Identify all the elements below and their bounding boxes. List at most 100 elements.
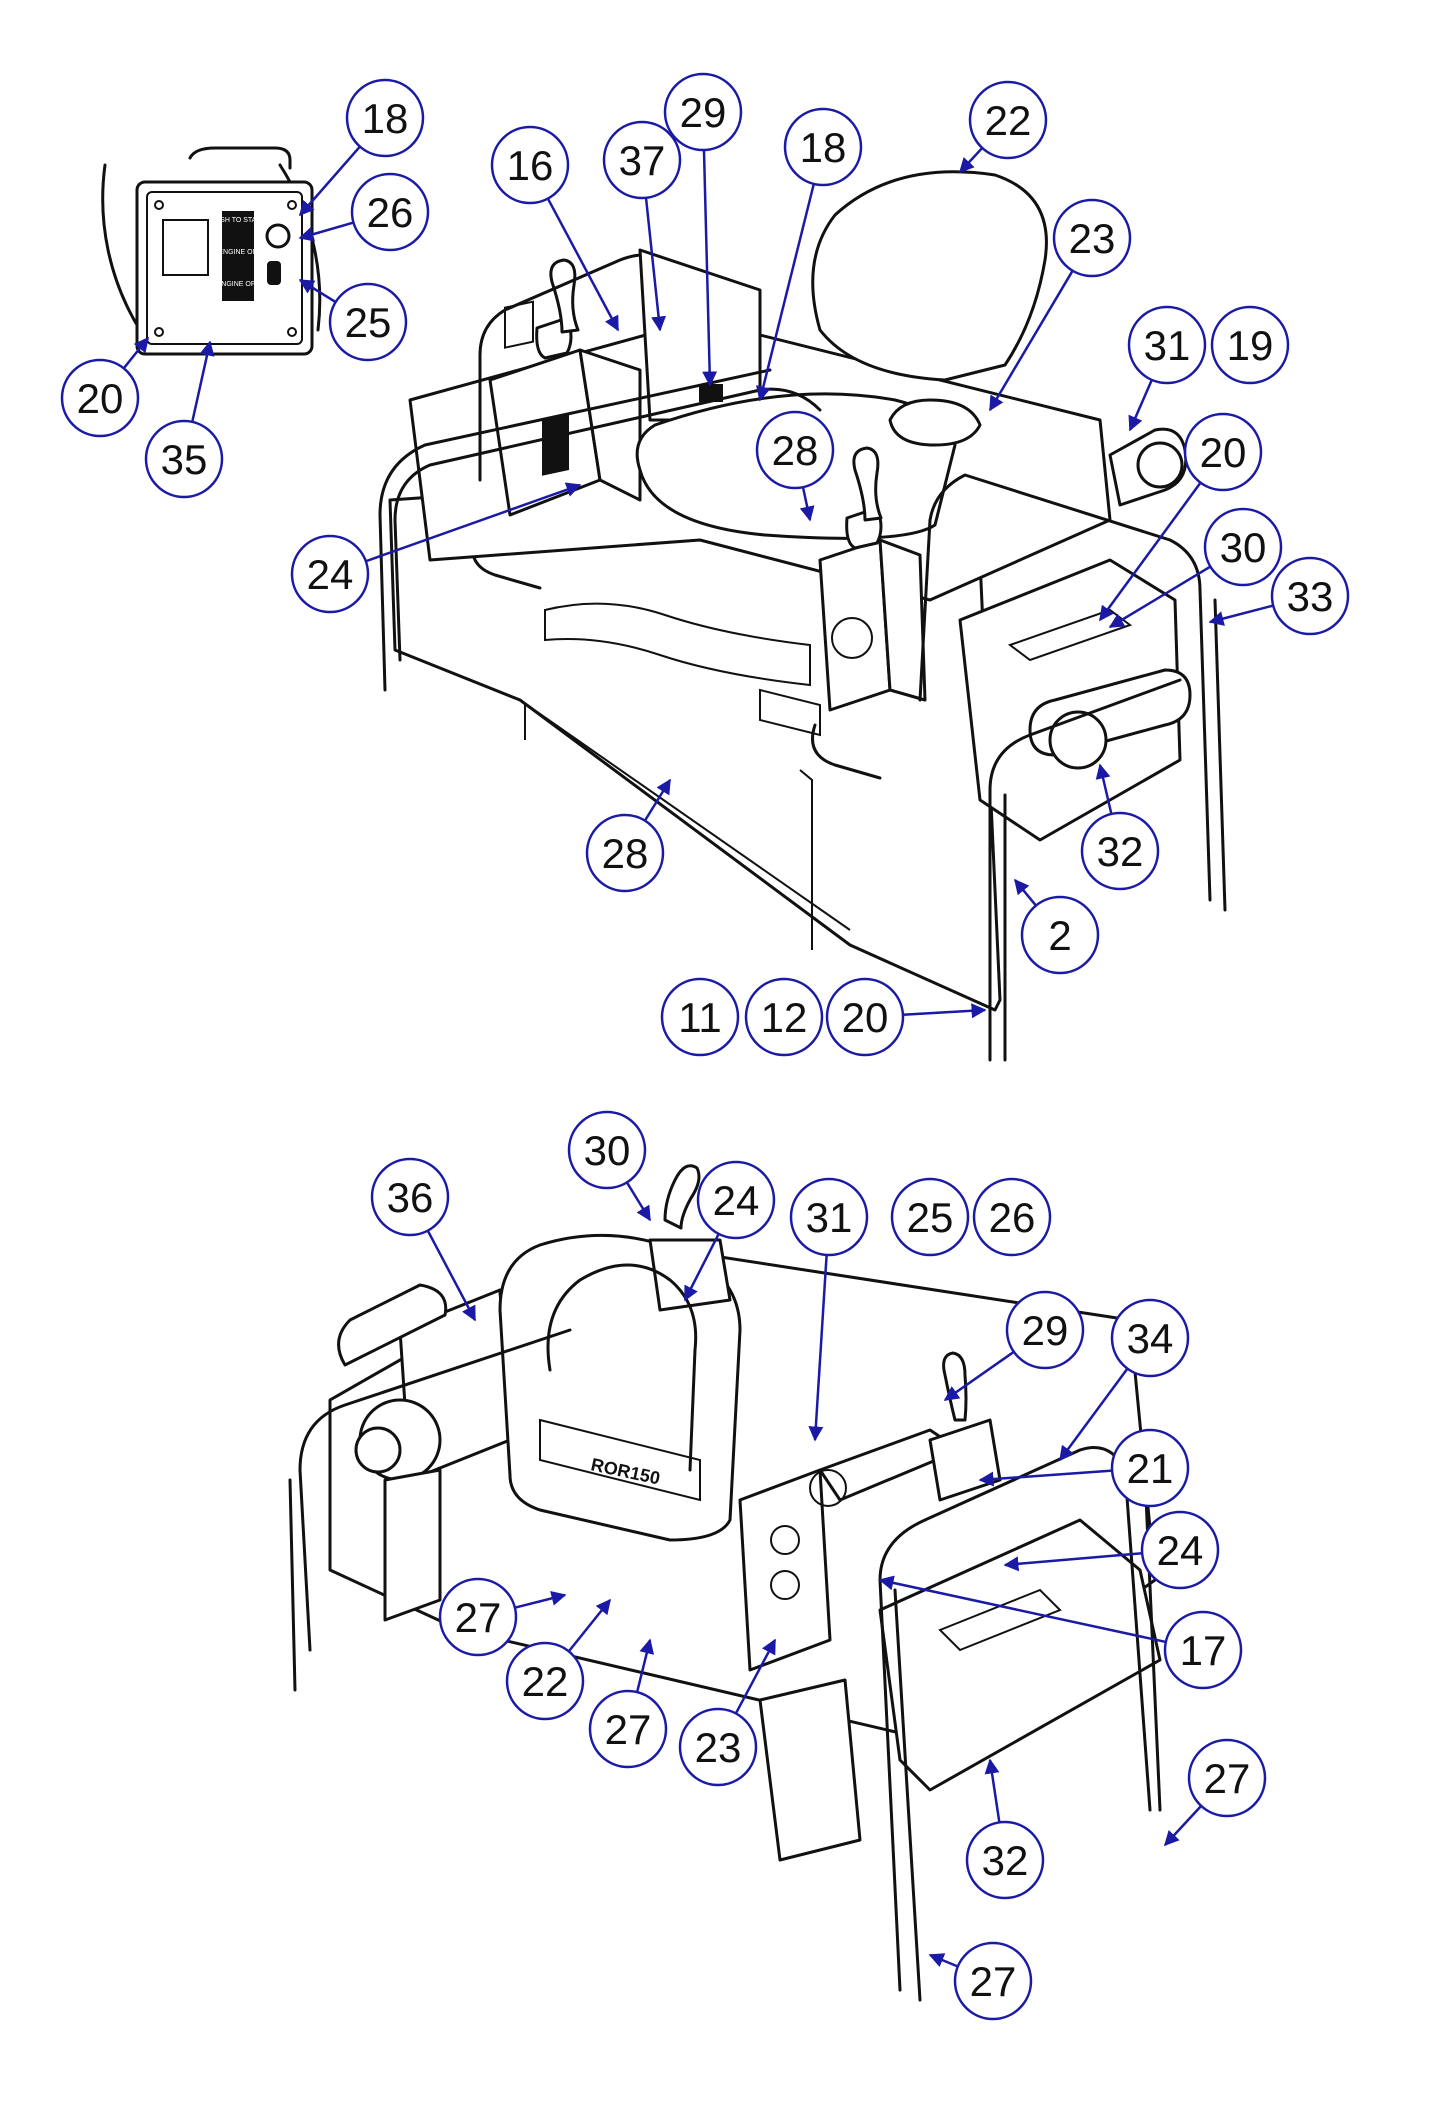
callout-34: 34	[1058, 1298, 1190, 1462]
callout-bubble	[602, 120, 682, 200]
leader-line	[365, 482, 582, 563]
callout-32: 32	[1080, 763, 1160, 891]
callout-number: 29	[680, 89, 727, 136]
leader-line	[734, 1638, 777, 1715]
callout-bubble	[567, 1110, 647, 1190]
callout-number: 11	[678, 994, 722, 1041]
callout-23: 23	[678, 1638, 777, 1787]
callout-bubble	[789, 1177, 869, 1257]
callout-25: 25	[298, 278, 408, 362]
callout-37: 37	[602, 120, 682, 332]
callout-bubble	[1127, 305, 1207, 385]
callout-11: 11	[660, 977, 740, 1057]
callout-bubble	[968, 80, 1048, 160]
callout-bubble	[953, 1941, 1033, 2021]
callout-26: 26	[298, 172, 430, 252]
leader-line	[988, 270, 1074, 412]
leader-line	[625, 1181, 652, 1222]
callout-bubble	[696, 1160, 776, 1240]
callout-bubble	[663, 72, 743, 152]
callout-bubble	[1052, 198, 1132, 278]
callout-bubble	[438, 1577, 518, 1657]
panel-text-push-to-start: PUSH TO START	[210, 217, 266, 224]
leader-line	[1095, 763, 1113, 815]
callout-18: 18	[299, 78, 425, 217]
leader-line	[644, 197, 667, 332]
leader-line	[799, 486, 815, 522]
callout-27: 27	[928, 1941, 1033, 2021]
leader-line	[984, 1758, 1001, 1823]
leader-line	[299, 145, 361, 217]
callout-number: 27	[605, 1706, 652, 1753]
start-button-icon	[265, 223, 291, 249]
leader-line	[298, 278, 337, 304]
callout-number: 27	[455, 1594, 502, 1641]
callout-number: 20	[1200, 429, 1247, 476]
callout-number: 20	[842, 994, 889, 1041]
leader-line	[755, 183, 816, 402]
callout-21: 21	[978, 1428, 1190, 1508]
callout-number: 16	[507, 142, 554, 189]
callout-bubble	[1183, 412, 1263, 492]
callout-number: 22	[985, 97, 1032, 144]
leader-line	[1014, 878, 1037, 907]
callout-28: 28	[755, 410, 835, 522]
callout-number: 20	[77, 375, 124, 422]
detail-inset: PUSH TO START ENGINE ON ENGINE OFF	[101, 146, 322, 356]
leader-line	[298, 221, 354, 242]
leader-line	[1208, 604, 1274, 626]
callout-12: 12	[744, 977, 824, 1057]
callout-number: 26	[367, 189, 414, 236]
callout-number: 24	[307, 551, 354, 598]
callout-19: 19	[1210, 305, 1290, 385]
callout-bubble	[588, 1689, 668, 1769]
callout-bubble	[965, 1820, 1045, 1900]
callout-number: 25	[907, 1194, 954, 1241]
callout-number: 32	[982, 1837, 1029, 1884]
callout-bubble	[350, 172, 430, 252]
callout-32: 32	[965, 1758, 1045, 1900]
callout-bubble	[1210, 305, 1290, 385]
panel-text-engine-off: ENGINE OFF	[217, 281, 260, 288]
callout-36: 36	[370, 1157, 477, 1322]
callout-bubble	[1140, 1510, 1220, 1590]
leader-line	[878, 1575, 1167, 1644]
callout-30: 30	[567, 1110, 652, 1222]
callout-25: 25	[890, 1177, 970, 1257]
callout-bubble	[783, 107, 863, 187]
callout-27: 27	[438, 1577, 567, 1657]
leader-line	[928, 1953, 959, 1968]
leader-line	[426, 1230, 477, 1322]
callout-number: 34	[1127, 1315, 1174, 1362]
callout-number: 31	[1144, 322, 1191, 369]
callout-bubble	[678, 1707, 758, 1787]
callout-17: 17	[878, 1575, 1243, 1690]
callout-number: 18	[800, 124, 847, 171]
leader-line	[191, 340, 215, 423]
leader-line	[122, 336, 149, 370]
leader-line	[567, 1598, 611, 1653]
callout-bubble	[370, 1157, 450, 1237]
callout-number: 22	[522, 1658, 569, 1705]
callout-number: 28	[772, 427, 819, 474]
callout-bubble	[290, 534, 370, 614]
callout-33: 33	[1208, 556, 1350, 636]
panel-text-engine-on: ENGINE ON	[218, 249, 257, 256]
callout-28: 28	[585, 778, 672, 893]
callout-29: 29	[663, 72, 743, 387]
callout-number: 27	[1204, 1755, 1251, 1802]
callout-number: 29	[1022, 1307, 1069, 1354]
callout-bubble	[328, 282, 408, 362]
callout-23: 23	[988, 198, 1132, 412]
callout-number: 23	[1069, 215, 1116, 262]
callout-bubble	[890, 1177, 970, 1257]
right-gauge-icon	[831, 617, 873, 659]
callout-bubble	[1110, 1298, 1190, 1378]
callout-22: 22	[958, 80, 1048, 174]
callout-bubble	[755, 410, 835, 490]
callout-bubble	[1080, 811, 1160, 891]
leader-line	[635, 1638, 655, 1693]
leader-line	[808, 1254, 828, 1442]
